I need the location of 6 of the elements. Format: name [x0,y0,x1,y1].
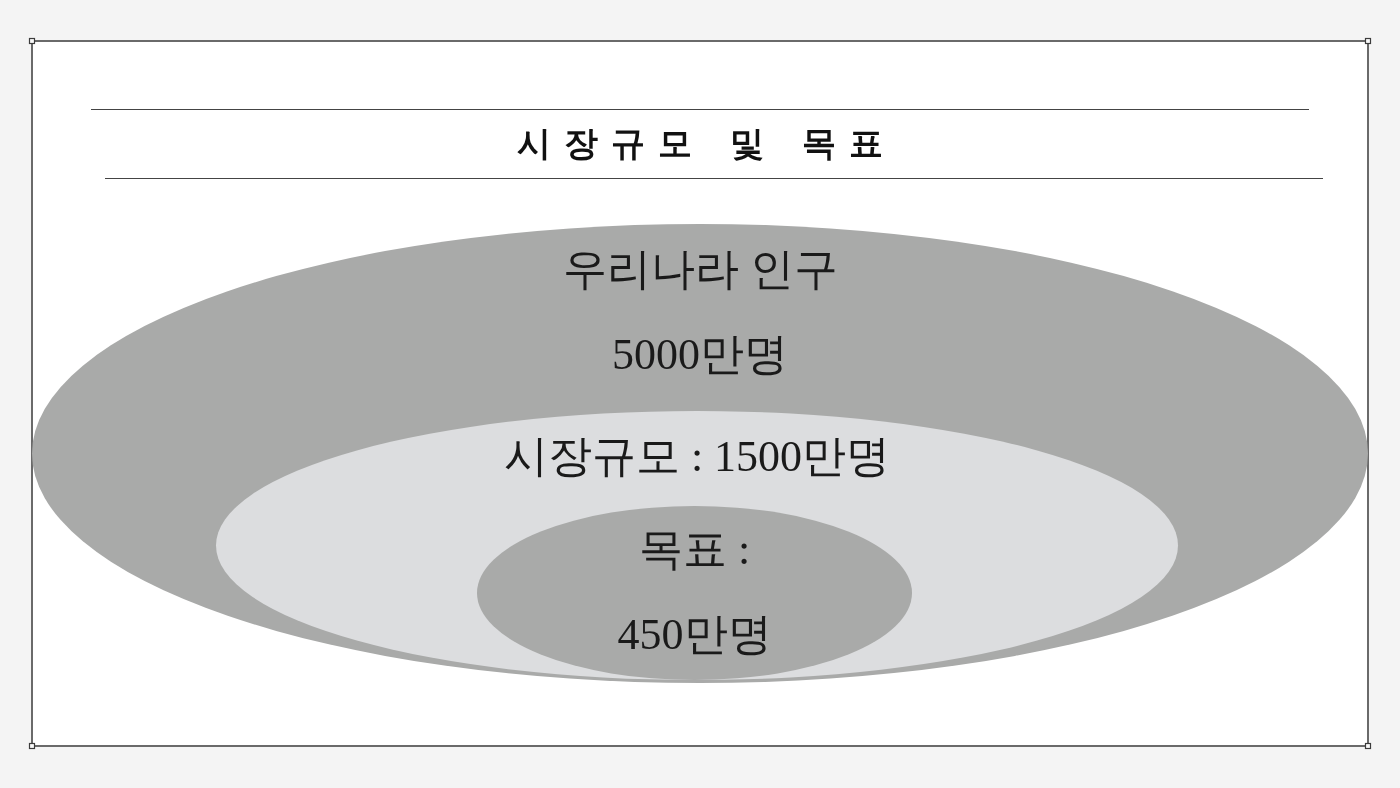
target-label: 목표 : [638,524,751,576]
title: 시장규모 및 목표 [516,123,896,163]
population-value: 5000만명 [612,329,788,381]
market-size-label: 시장규모 : 1500만명 [503,431,891,483]
target-value: 450만명 [617,609,772,661]
population-label: 우리나라 인구 [562,244,838,296]
